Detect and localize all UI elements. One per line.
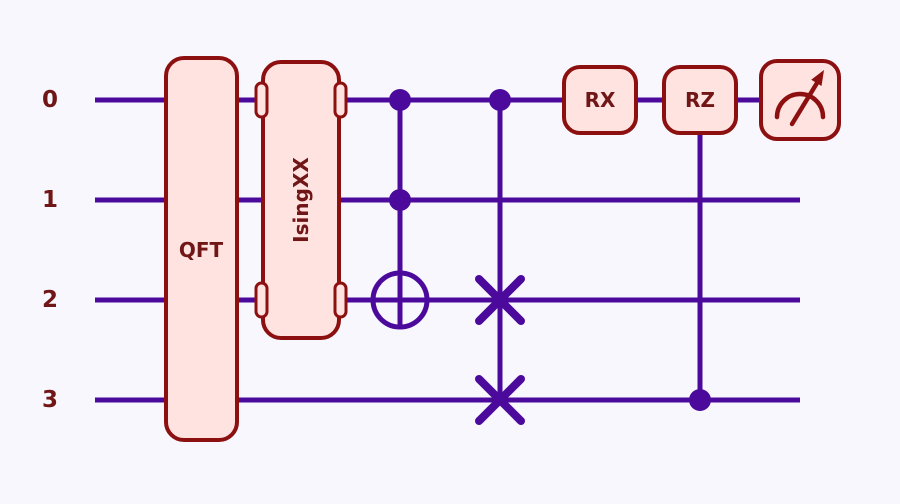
control-dot-wire0 [389, 89, 411, 111]
isingxx-notch-right-wire0 [333, 81, 348, 119]
wire-label-3: 3 [42, 387, 58, 413]
qft-gate-label: QFT [179, 238, 224, 262]
rx-gate-label: RX [585, 88, 616, 112]
control-dot-wire1 [389, 189, 411, 211]
swap-x-icon-wire3 [475, 375, 525, 425]
wire-label-2: 2 [42, 287, 58, 313]
qft-gate-box [164, 56, 239, 442]
control-dot-wire3 [689, 389, 711, 411]
isingxx-gate: IsingXX [254, 60, 348, 340]
cnot-target-icon [370, 270, 430, 330]
rz-gate-label: RZ [685, 88, 715, 112]
toffoli-gate [370, 89, 430, 330]
rx-gate-box [562, 65, 638, 135]
isingxx-gate-box [261, 60, 341, 340]
qft-gate: QFT [164, 56, 239, 442]
cswap-gate [475, 89, 525, 425]
meter-icon [774, 70, 826, 127]
control-dot-wire0 [489, 89, 511, 111]
wire-label-1: 1 [42, 187, 58, 213]
rz-gate-box [662, 65, 738, 135]
rx-gate: RX [562, 65, 638, 135]
crz-gate: RZ [662, 65, 738, 411]
isingxx-notch-left-wire0 [254, 81, 269, 119]
isingxx-notch-left-wire2 [254, 281, 269, 319]
measurement-gate [759, 59, 841, 141]
swap-x-icon-wire2 [475, 275, 525, 325]
isingxx-notch-right-wire2 [333, 281, 348, 319]
wire-label-0: 0 [42, 87, 58, 113]
isingxx-gate-label: IsingXX [289, 157, 313, 243]
measurement-box [759, 59, 841, 141]
